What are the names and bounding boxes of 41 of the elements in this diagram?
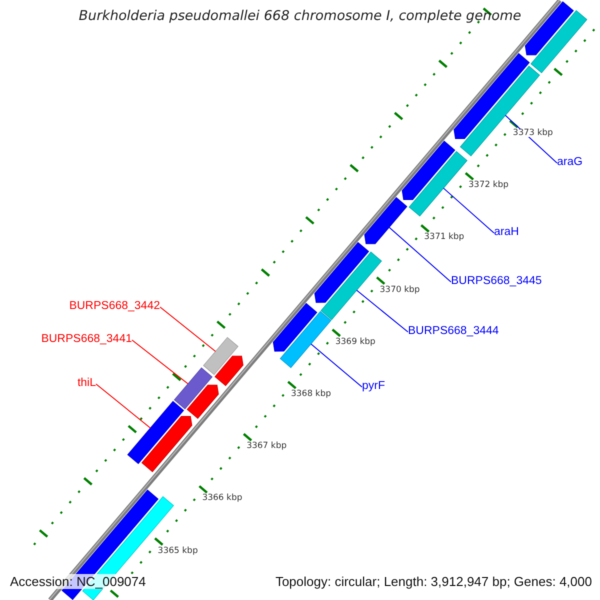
gene-label: BURPS668_3442 (69, 301, 160, 312)
gene-feature (214, 356, 244, 386)
gene-feature (141, 416, 192, 472)
leader-line (443, 188, 494, 234)
tick-label: 3371 kbp (423, 233, 466, 242)
tick-label: 3365 kbp (156, 546, 199, 556)
leader-line (504, 114, 558, 164)
tick-label: 3373 kbp (512, 128, 554, 138)
tick-label: 3370 kbp (378, 286, 421, 294)
gene-bar (127, 400, 184, 464)
gene-label: BURPS668_3444 (408, 326, 499, 338)
accession-text: Accession: NC_009074 (8, 574, 148, 589)
gene-label: pyrF (362, 381, 385, 392)
tick-label: 3372 kbp (468, 181, 510, 190)
genome-summary: Topology: circular; Length: 3,912,947 bp; Genes: 4,000 (273, 574, 594, 589)
gene-feature (364, 197, 408, 244)
tick-label: 3368 kbp (290, 390, 332, 398)
gene-feature (186, 384, 219, 419)
gene-feature (402, 140, 456, 200)
leader-line (388, 226, 452, 282)
gene-label: BURPS668_3445 (451, 276, 542, 288)
gene-bar (280, 310, 332, 368)
gene-label: araG (557, 157, 583, 168)
gene-feature (272, 302, 318, 352)
gene-feature (314, 242, 370, 303)
gene-bar (174, 367, 213, 410)
gene-feature (524, 1, 574, 56)
leader-line (310, 344, 362, 388)
leader-line (132, 340, 188, 384)
leader-line (96, 384, 151, 428)
gene-bar (203, 336, 238, 376)
gene-label: BURPS668_3441 (41, 334, 132, 346)
gene-bar (530, 10, 588, 74)
map-title: Burkholderia pseudomallei 668 chromosome I, complete genome (78, 10, 522, 24)
tick-label: 3369 kbp (334, 338, 376, 346)
gene-bar (320, 252, 382, 320)
tick-label: 3367 kbp (246, 442, 288, 451)
gene-label: araH (494, 227, 519, 238)
gene-bar (408, 151, 468, 217)
tick-label: 3366 kbp (201, 494, 244, 503)
gene-label: thiL (77, 378, 96, 390)
